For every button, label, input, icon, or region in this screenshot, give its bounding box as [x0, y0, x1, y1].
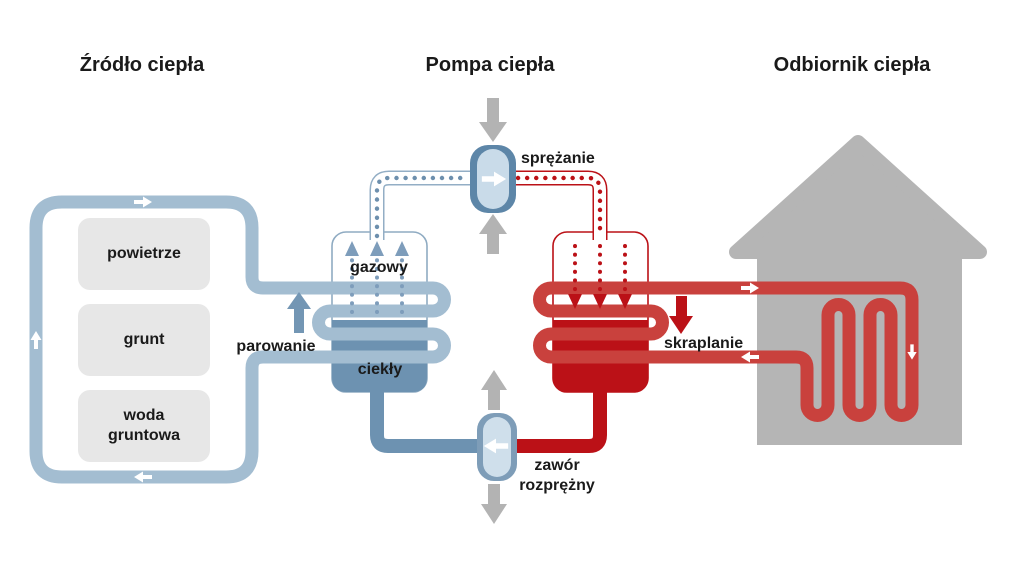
label-liquid-state: ciekły — [357, 361, 403, 378]
condenser-coil-and-radiator — [533, 281, 919, 422]
condensation-dotted-arrows — [568, 244, 632, 309]
evaporation-dotted-arrows — [345, 241, 409, 314]
valve-expansion-arrow-top — [481, 370, 507, 410]
label-condensation: skraplanie — [664, 335, 744, 352]
evaporation-arrow — [287, 292, 311, 333]
source-box-groundwater-bg — [78, 390, 210, 462]
heading-heat-receiver: Odbiornik ciepła — [773, 54, 931, 76]
source-boxes — [78, 218, 210, 462]
source-box-groundwater: woda gruntowa — [108, 407, 180, 444]
expansion-valve — [477, 413, 517, 481]
valve-expansion-arrow-bottom — [481, 484, 507, 524]
compressor-inlet-arrow-bottom — [479, 214, 507, 254]
heading-heat-source: Źródło ciepła — [79, 54, 205, 76]
heading-heat-pump: Pompa ciepła — [425, 54, 555, 76]
liquid-line-evaporator — [370, 384, 480, 453]
label-evaporation: parowanie — [236, 338, 316, 355]
source-box-ground-bg — [78, 304, 210, 376]
condensation-arrow — [669, 296, 693, 334]
label-gas-state: gazowy — [350, 259, 408, 276]
source-box-air: powietrze — [107, 245, 181, 262]
liquid-line-condenser — [514, 384, 607, 453]
source-box-ground: grunt — [123, 331, 165, 348]
label-expansion-valve: zawór rozprężny — [519, 457, 595, 494]
compressor-inlet-arrow-top — [479, 98, 507, 142]
source-box-air-bg — [78, 218, 210, 290]
house-roof — [729, 135, 987, 259]
source-loop-and-evaporator-coil — [29, 195, 451, 484]
vapor-line-hot — [515, 170, 608, 241]
compressor — [470, 145, 516, 213]
vapor-line-cold — [369, 170, 471, 241]
label-compression: sprężanie — [521, 150, 595, 167]
